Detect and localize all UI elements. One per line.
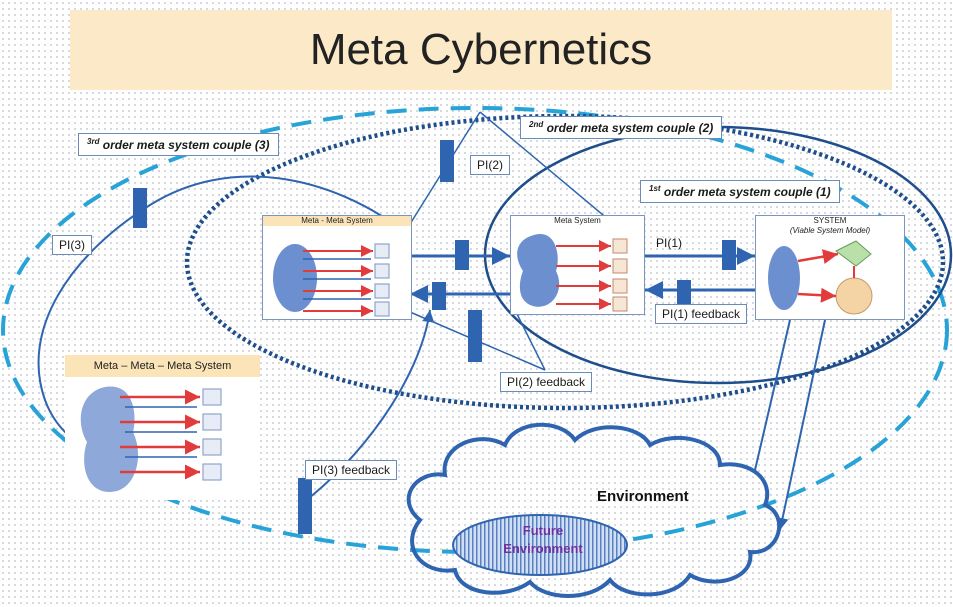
title-banner: Meta Cybernetics	[70, 10, 892, 90]
filter-block-meta-out	[455, 240, 469, 270]
environment-blob	[80, 386, 139, 492]
unit-box	[612, 258, 628, 274]
pi3-filter-block	[133, 188, 147, 228]
pi3-feedback-line	[299, 309, 435, 506]
filter-block-meta-in	[432, 282, 446, 310]
unit-box	[612, 238, 628, 254]
second-order-label: 2nd order meta system couple (2)	[520, 116, 723, 139]
unit-box	[612, 278, 628, 294]
flow-arrow	[797, 287, 837, 303]
meta-meta-meta-system-title-bar: Meta – Meta – Meta System	[65, 355, 260, 377]
second-order-suffix: nd	[533, 120, 544, 129]
flow-arrow	[797, 249, 839, 264]
meta-meta-meta-system-panel	[65, 377, 260, 500]
pi1-feedback-label: PI(1) feedback	[655, 304, 748, 324]
pi1-filter-block	[722, 240, 736, 270]
pi3-feedback-label: PI(3) feedback	[305, 460, 398, 480]
first-order-label: 1st order meta system couple (1)	[640, 180, 840, 203]
third-order-num: 3	[87, 137, 92, 146]
system-env-line-a	[754, 319, 791, 471]
meta-system-title: Meta System	[554, 216, 601, 225]
environment-cloud	[406, 422, 782, 598]
pi2-label: PI(2)	[470, 155, 511, 175]
unit-box	[202, 413, 222, 431]
first-order-suffix: st	[653, 184, 661, 193]
unit-box	[374, 301, 390, 317]
system-panel: SYSTEM (Viable System Model)	[755, 215, 905, 320]
meta-system-panel: Meta System	[510, 215, 645, 315]
pi2-filter-block	[440, 140, 454, 182]
meta-meta-system-diagram	[273, 243, 390, 317]
future-environment-line2: Environment	[503, 541, 583, 556]
pi1-feedback-filter-block	[677, 280, 691, 308]
unit-box	[202, 463, 222, 481]
future-environment-area	[452, 514, 628, 576]
future-environment-line1: Future	[522, 523, 564, 538]
system-subtitle: (Viable System Model)	[789, 226, 871, 235]
unit-box	[374, 263, 390, 279]
environment-blob	[273, 244, 317, 312]
unit-box	[374, 283, 390, 299]
first-order-text: order meta system couple (1)	[663, 185, 831, 199]
third-order-suffix: rd	[91, 137, 100, 146]
diagram-title: Meta Cybernetics	[309, 25, 653, 74]
unit-box	[612, 296, 628, 312]
unit-box	[374, 243, 390, 259]
environment-label: Environment	[597, 488, 689, 505]
pi2-feedback-label: PI(2) feedback	[500, 372, 593, 392]
system-title: SYSTEM	[813, 216, 847, 225]
second-order-boundary	[184, 113, 946, 411]
meta-meta-meta-system-diagram	[80, 386, 222, 492]
third-order-text: order meta system couple (3)	[102, 138, 270, 152]
unit-box	[202, 388, 222, 406]
meta-system-diagram	[517, 234, 628, 312]
environment-blob	[517, 234, 560, 307]
pi2-feedback-filter-block	[468, 310, 482, 362]
pi1-label: PI(1)	[656, 236, 683, 250]
environment-blob	[768, 246, 800, 310]
system-env-line-b	[776, 319, 826, 531]
system-diagram	[768, 240, 873, 315]
meta-meta-system-title: Meta - Meta System	[263, 216, 411, 226]
management-shape	[835, 240, 872, 267]
unit-box	[202, 438, 222, 456]
meta-meta-system-panel: Meta - Meta System	[262, 215, 412, 320]
second-order-text: order meta system couple (2)	[546, 121, 714, 135]
pi3-feedback-filter-block	[298, 478, 312, 534]
first-order-num: 1	[649, 184, 654, 193]
second-order-num: 2	[529, 120, 534, 129]
future-environment-label: Future Environment	[488, 522, 598, 558]
third-order-label: 3rd order meta system couple (3)	[78, 133, 279, 156]
pi3-label: PI(3)	[52, 235, 93, 255]
meta-meta-meta-system-title: Meta – Meta – Meta System	[93, 360, 232, 372]
operation-shape	[835, 277, 873, 315]
